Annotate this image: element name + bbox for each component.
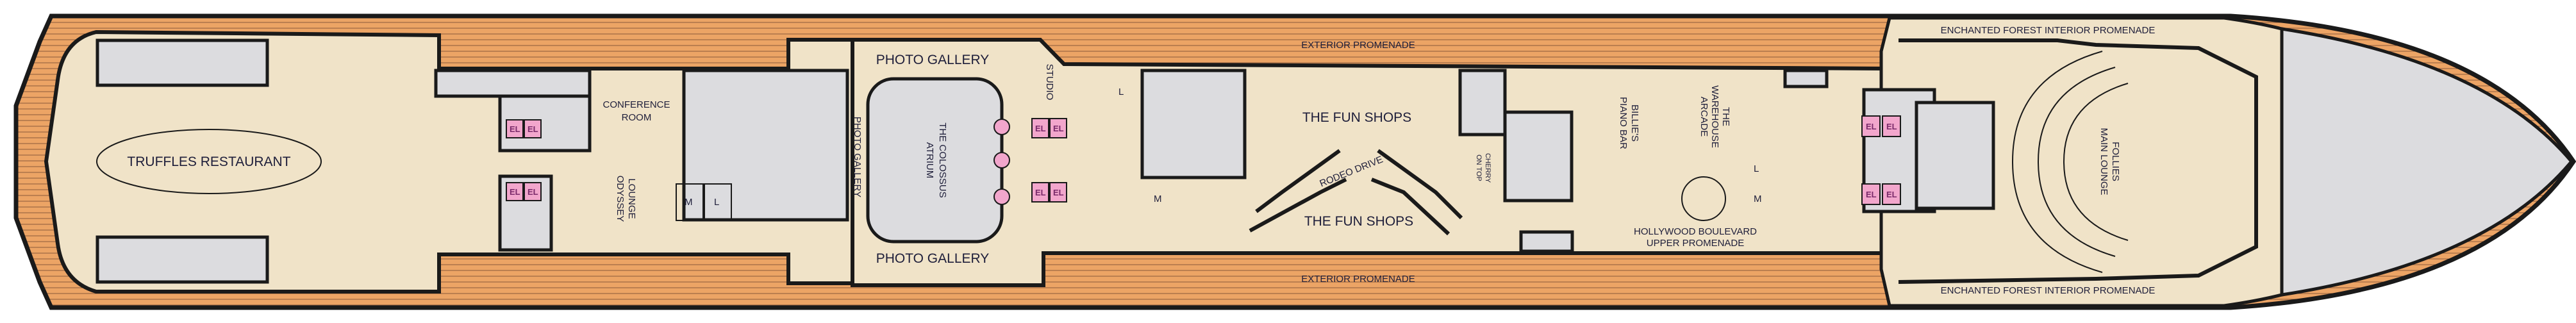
photo-gallery-side-label: PHOTO GALLERY [852,117,863,197]
warehouse-arcade-label-2: WAREHOUSE [1709,85,1720,148]
billies-piano-bar-label-2: PIANO BAR [1618,97,1629,149]
studio-label: STUDIO [1044,64,1055,101]
enchanted-forest-bottom-label: ENCHANTED FOREST INTERIOR PROMENADE [1941,285,2156,296]
fun-shops-top-label: THE FUN SHOPS [1302,110,1411,125]
colossus-atrium-label: THE COLOSSUS [937,122,948,198]
elevator-label: EL [1866,122,1877,131]
elevator-label: EL [1053,124,1064,133]
stern-interior [44,29,854,294]
restrooms-aft: M L [676,183,732,221]
ladies-restroom-label: L [1118,87,1124,97]
hollywood-boulevard-label-2: UPPER PROMENADE [1647,238,1745,249]
warehouse-arcade-label: THE [1720,107,1731,126]
truffles-restaurant-label: TRUFFLES RESTAURANT [127,154,290,169]
rodeo-drive-walls [1249,149,1463,236]
conference-room-label-2: ROOM [622,112,652,123]
elevator-label: EL [510,124,520,134]
fun-shops-bottom-label: THE FUN SHOPS [1304,214,1413,229]
elevator-bank-aft: EL EL EL EL [506,119,542,201]
cherry-on-top-label-2: ON TOP [1475,154,1483,181]
bow-service-area [2280,27,2574,297]
ladies-restroom-label: L [714,197,719,208]
elevator-label: EL [1035,188,1046,197]
mens-restroom-label: M [685,197,693,208]
exterior-promenade-top-label: EXTERIOR PROMENADE [1301,40,1415,51]
elevator-bank-forward: EL EL EL EL [1861,115,1901,205]
elevator-label: EL [510,187,520,197]
elevator-label: EL [528,187,538,197]
ladies-restroom-label: L [1754,163,1759,174]
conference-room-label: CONFERENCE [602,99,670,110]
elevator-label: EL [1886,122,1897,131]
warehouse-arcade-label-3: ARCADE [1699,97,1709,137]
cherry-on-top-label: CHERRY [1484,153,1492,183]
mens-restroom-label: M [1754,194,1762,204]
elevator-label: EL [1866,190,1877,199]
billies-piano-bar-label: BILLIE'S [1629,104,1640,142]
atrium-glass-elevators [993,119,1010,205]
exterior-promenade-bottom-label: EXTERIOR PROMENADE [1301,274,1415,285]
odyssey-lounge-label: ODYSSEY [615,176,626,222]
follies-walls [1898,38,2258,284]
odyssey-lounge-label-2: LOUNGE [626,178,637,219]
truffles-center-oval [96,129,322,194]
hollywood-boulevard-label: HOLLYWOOD BOULEVARD [1634,226,1757,237]
photo-gallery-bottom-label: PHOTO GALLERY [876,251,990,266]
mens-restroom-label: M [1154,194,1162,204]
hollywood-boulevard-fountain [1681,176,1726,221]
photo-gallery-top-label: PHOTO GALLERY [876,53,990,67]
elevator-label: EL [528,124,538,134]
follies-main-lounge-label: FOLLIES [2110,142,2121,181]
colossus-atrium-label-2: ATRIUM [924,142,935,178]
elevator-label: EL [1035,124,1046,133]
elevator-label: EL [1886,190,1897,199]
follies-seating-arcs [2011,51,2129,273]
elevator-bank-mid: EL EL EL EL [1031,118,1067,203]
follies-main-lounge-label-2: MAIN LOUNGE [2098,128,2109,195]
enchanted-forest-top-label: ENCHANTED FOREST INTERIOR PROMENADE [1941,25,2156,36]
elevator-label: EL [1053,188,1064,197]
